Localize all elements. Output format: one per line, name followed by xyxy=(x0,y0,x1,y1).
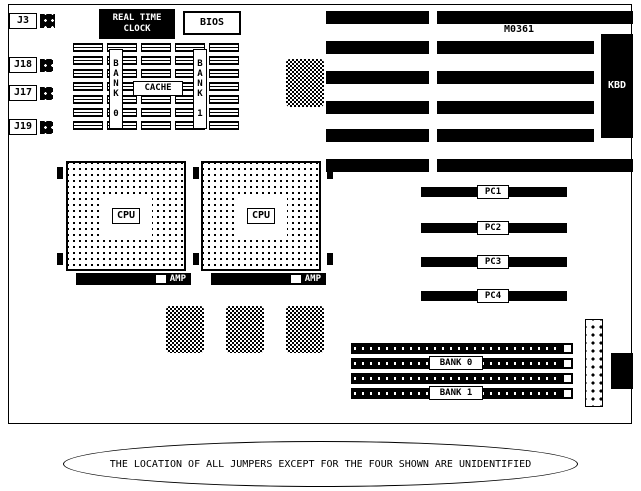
isa-slot xyxy=(437,11,633,24)
cpu-socket-2-center: CPU xyxy=(235,196,287,236)
cache-bank1-label: BANK 1 xyxy=(193,49,207,129)
cache-chip xyxy=(141,95,171,104)
jumper-label-j3: J3 xyxy=(9,13,37,29)
isa-slot xyxy=(326,159,429,172)
jumper-j19-pins xyxy=(40,121,53,134)
amp-bar-notch xyxy=(155,275,166,283)
jumper-label-j17: J17 xyxy=(9,85,37,101)
cache-chip xyxy=(209,69,239,78)
qfp-chip xyxy=(286,306,324,353)
cpu-socket-1: CPU xyxy=(66,161,186,271)
isa-slot xyxy=(437,41,594,54)
isa-slot xyxy=(326,41,429,54)
amp-1-label: AMP xyxy=(169,273,186,284)
capacitor-mark xyxy=(193,253,199,265)
pc-slot-2-label: PC2 xyxy=(477,221,509,235)
jumper-label-j19: J19 xyxy=(9,119,37,135)
rtc-label-line2: CLOCK xyxy=(123,24,151,34)
jumper-j18-pins xyxy=(40,59,53,72)
cache-chip xyxy=(209,108,239,117)
cache-chip xyxy=(209,82,239,91)
cache-chip xyxy=(73,121,103,130)
simm-slot-1 xyxy=(351,343,573,354)
bios-chip: BIOS xyxy=(183,11,241,35)
amp-connector-2: AMP xyxy=(211,273,326,285)
isa-slot xyxy=(326,129,429,142)
capacitor-mark xyxy=(57,253,63,265)
cache-chip xyxy=(73,69,103,78)
cache-chip xyxy=(209,43,239,52)
cpu-socket-1-center: CPU xyxy=(100,196,152,236)
cache-chip xyxy=(141,69,171,78)
cpu-2-label: CPU xyxy=(246,208,276,224)
rtc-label-line1: REAL TIME xyxy=(112,12,162,23)
capacitor-mark xyxy=(57,167,63,179)
cache-label: CACHE xyxy=(133,81,183,96)
cpu-1-label: CPU xyxy=(111,208,141,224)
isa-slot xyxy=(437,129,594,142)
cpu-socket-2: CPU xyxy=(201,161,321,271)
pc-slot-4-label: PC4 xyxy=(477,289,509,303)
cache-chip xyxy=(141,43,171,52)
chipset-label: M0361 xyxy=(503,24,535,35)
board-outline: J3 J18 J17 J19 REAL TIME CLOCK BIOS BANK… xyxy=(8,4,633,424)
cache-chip xyxy=(141,121,171,130)
amp-connector-1: AMP xyxy=(76,273,191,285)
isa-slot xyxy=(326,101,429,114)
cache-chip xyxy=(209,95,239,104)
cache-chip xyxy=(175,43,205,52)
cache-chip xyxy=(73,43,103,52)
qfp-chip xyxy=(286,59,324,107)
cache-chip xyxy=(209,56,239,65)
amp-2-label: AMP xyxy=(304,273,321,284)
cache-chip xyxy=(73,82,103,91)
capacitor-mark xyxy=(193,167,199,179)
pc-slot-1-label: PC1 xyxy=(477,185,509,199)
cache-chip xyxy=(73,95,103,104)
qfp-chip xyxy=(166,306,204,353)
cache-bank0-label: BANK 0 xyxy=(109,49,123,129)
isa-slot xyxy=(326,71,429,84)
simm-bank1-label: BANK 1 xyxy=(429,386,483,400)
pc-slot-3-label: PC3 xyxy=(477,255,509,269)
keyboard-connector: KBD xyxy=(601,34,633,138)
cache-chip xyxy=(141,56,171,65)
pin-header xyxy=(585,319,603,407)
jumper-label-j18: J18 xyxy=(9,57,37,73)
isa-slot xyxy=(437,71,594,84)
cache-chip xyxy=(209,121,239,130)
isa-slot xyxy=(326,11,429,24)
cache-chip xyxy=(141,108,171,117)
amp-bar-notch xyxy=(290,275,301,283)
simm-slot-3 xyxy=(351,373,573,384)
simm-bank0-label: BANK 0 xyxy=(429,356,483,370)
jumper-j17-pins xyxy=(40,87,53,100)
jumper-note: THE LOCATION OF ALL JUMPERS EXCEPT FOR T… xyxy=(63,441,578,487)
capacitor-mark xyxy=(327,167,333,179)
capacitor-mark xyxy=(327,253,333,265)
edge-connector xyxy=(611,353,633,389)
isa-slot xyxy=(437,101,594,114)
cache-chip xyxy=(73,108,103,117)
rtc-chip: REAL TIME CLOCK xyxy=(99,9,175,39)
qfp-chip xyxy=(226,306,264,353)
cache-chip xyxy=(73,56,103,65)
jumper-j3-pins xyxy=(40,14,55,28)
isa-slot xyxy=(437,159,633,172)
